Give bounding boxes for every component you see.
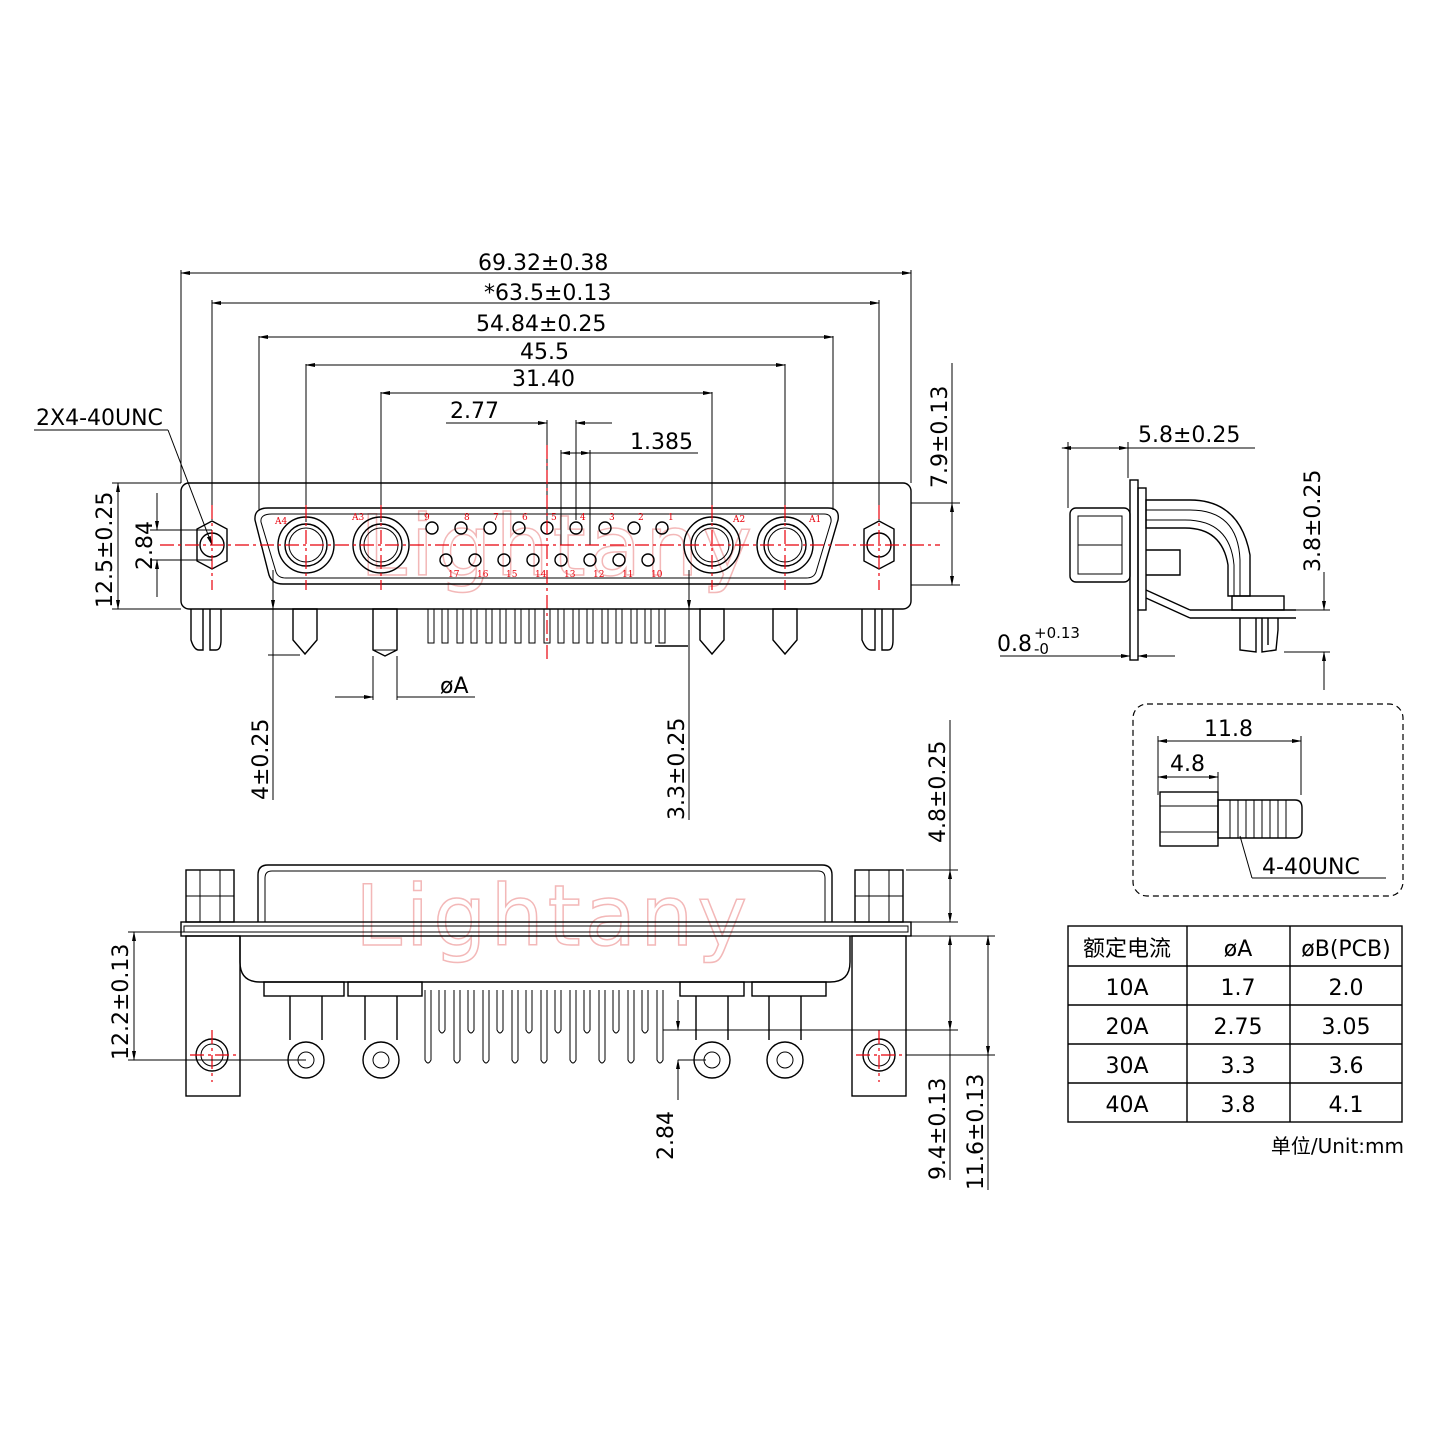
table-cell: 3.8 <box>1221 1093 1256 1118</box>
table-cell: 10A <box>1105 976 1148 1001</box>
dim-31-40: 31.40 <box>512 367 575 392</box>
pin-label-4: 4 <box>580 513 586 523</box>
watermark-top: Lightany <box>360 497 756 595</box>
screw-detail: 11.8 4.8 4-40UNC <box>1132 703 1404 897</box>
screw-dim-4-8: 4.8 <box>1170 752 1205 777</box>
pin-label-17: 17 <box>448 570 460 580</box>
table-cell: 20A <box>1105 1015 1148 1040</box>
screw-thread-note: 4-40UNC <box>1262 855 1360 880</box>
pin-label-11: 11 <box>622 570 633 580</box>
screw-dim-11-8: 11.8 <box>1204 717 1253 742</box>
pin-label-14: 14 <box>535 570 547 580</box>
dim-69-32: 69.32±0.38 <box>478 251 608 276</box>
signal-tails <box>424 990 664 1064</box>
pin-label-8: 8 <box>464 513 470 523</box>
dim-12-5: 12.5±0.25 <box>93 492 118 608</box>
table-cell: 3.3 <box>1221 1054 1256 1079</box>
pin-label-12: 12 <box>593 570 604 580</box>
pin-label-5: 5 <box>551 513 557 523</box>
table-cell: 3.05 <box>1322 1015 1371 1040</box>
dim-0-8-tol-upper: +0.13 <box>1034 624 1080 642</box>
dim-63-5: *63.5±0.13 <box>484 281 611 306</box>
pin-label-3: 3 <box>609 513 615 523</box>
pin-label-13: 13 <box>564 570 576 580</box>
dim-4-8-bottom: 4.8±0.25 <box>926 741 951 843</box>
coax-label-a1: A1 <box>808 515 821 525</box>
dim-9-4: 9.4±0.13 <box>926 1078 951 1180</box>
pin-label-15: 15 <box>506 570 518 580</box>
dim-1-385: 1.385 <box>630 430 693 455</box>
dim-0-8-tol-lower: -0 <box>1034 640 1049 658</box>
thread-note: 2X4-40UNC <box>36 406 163 431</box>
pin-label-6: 6 <box>522 513 528 523</box>
unit-note: 单位/Unit:mm <box>1271 1134 1404 1158</box>
pin-label-7: 7 <box>493 513 499 523</box>
side-view: 5.8±0.25 3.8±0.25 0.8 +0.13 -0 <box>997 423 1330 690</box>
dim-4: 4±0.25 <box>249 719 274 800</box>
table-cell: 30A <box>1105 1054 1148 1079</box>
pin-label-2: 2 <box>638 513 644 523</box>
screw-thread-lines <box>1229 800 1287 838</box>
dim-2-77: 2.77 <box>450 399 499 424</box>
coax-label-a4: A4 <box>274 517 287 527</box>
dim-5-8: 5.8±0.25 <box>1138 423 1240 448</box>
front-view: 69.32±0.38 *63.5±0.13 54.84±0.25 45.5 31… <box>34 251 960 820</box>
watermark-bottom: Lightany <box>355 867 751 965</box>
front-legs <box>190 608 894 657</box>
coax-label-a3: A3 <box>351 513 364 523</box>
front-signal-legs <box>427 608 688 647</box>
table-header-phi-b: øB(PCB) <box>1301 937 1390 962</box>
dim-54-84: 54.84±0.25 <box>476 312 606 337</box>
table-header-phi-a: øA <box>1224 937 1253 962</box>
dim-12-2: 12.2±0.13 <box>109 944 134 1060</box>
dim-11-6: 11.6±0.13 <box>964 1074 989 1190</box>
dim-3-3: 3.3±0.25 <box>665 718 690 820</box>
dim-3-8: 3.8±0.25 <box>1301 470 1326 572</box>
bottom-view: 12.2±0.13 4.8±0.25 9.4±0.13 11.6±0.13 2.… <box>109 720 995 1190</box>
coax-label-a2: A2 <box>732 515 745 525</box>
dim-phi-a: øA <box>440 674 469 699</box>
dim-45-5: 45.5 <box>520 340 569 365</box>
table-cell: 2.75 <box>1214 1015 1263 1040</box>
pin-label-1: 1 <box>668 513 674 523</box>
pin-label-16: 16 <box>477 570 489 580</box>
rating-table: 额定电流 øA øB(PCB) 10A 1.7 2.0 20A 2.75 3.0… <box>1067 925 1404 1158</box>
pin-label-10: 10 <box>651 570 663 580</box>
table-header-current: 额定电流 <box>1083 937 1171 962</box>
table-cell: 3.6 <box>1329 1054 1364 1079</box>
table-cell: 1.7 <box>1221 976 1256 1001</box>
dim-2-84-front: 2.84 <box>133 521 158 570</box>
dim-7-9: 7.9±0.13 <box>928 386 953 488</box>
table-cell: 4.1 <box>1329 1093 1364 1118</box>
signal-pins <box>425 521 669 567</box>
table-cell: 2.0 <box>1329 976 1364 1001</box>
pin-label-9: 9 <box>424 513 430 523</box>
table-cell: 40A <box>1105 1093 1148 1118</box>
dim-2-84-bottom: 2.84 <box>654 1111 679 1160</box>
dim-0-8: 0.8 <box>997 632 1032 657</box>
